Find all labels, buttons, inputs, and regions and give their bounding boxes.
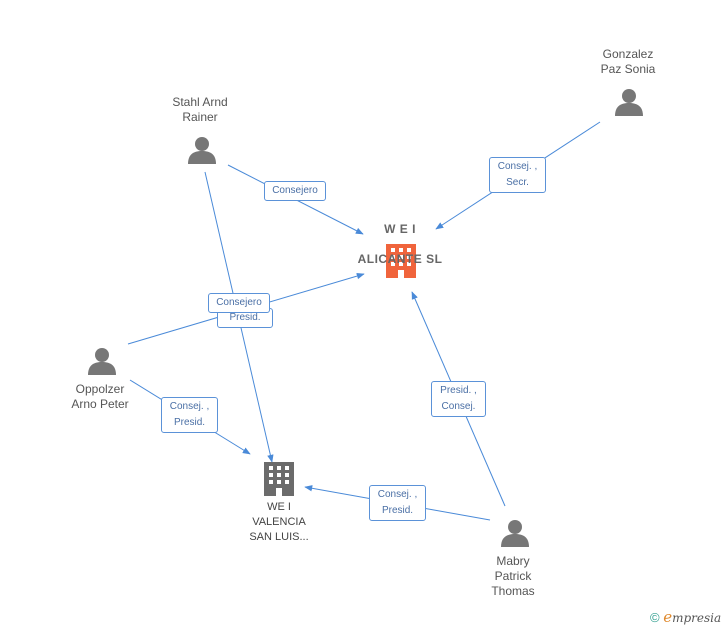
company-name-line1: W E I: [384, 222, 416, 236]
edge-label-mabry-alicante: Presid. , Consej.: [431, 381, 486, 417]
company-name-line2: ALICANTE SL: [357, 252, 443, 266]
edge-label-oppolzer-valencia: Consej. , Presid.: [161, 397, 218, 433]
edge-label-gonzalez-alicante: Consej. , Secr.: [489, 157, 546, 193]
person-icon[interactable]: [188, 137, 216, 164]
edge-label-stahl-alicante: Consejero: [264, 181, 326, 201]
brand-logo: © empresia: [650, 608, 721, 626]
company-wei-alicante-label[interactable]: W E I ALICANTE SL: [340, 207, 460, 282]
edge-label-mabry-valencia: Consej. , Presid.: [369, 485, 426, 521]
person-icon[interactable]: [88, 348, 116, 375]
building-icon[interactable]: [386, 244, 416, 278]
building-icon[interactable]: [264, 462, 294, 496]
person-gonzalez-label[interactable]: Gonzalez Paz Sonia: [600, 47, 656, 76]
edge-label-oppolzer-alicante: Consejero: [208, 293, 270, 313]
person-icon[interactable]: [615, 89, 643, 116]
person-mabry-label[interactable]: Mabry Patrick Thomas: [491, 554, 535, 598]
person-stahl-label[interactable]: Stahl Arnd Rainer: [172, 95, 228, 124]
person-oppolzer-label[interactable]: Oppolzer Arno Peter: [71, 382, 129, 411]
brand-e: e: [663, 608, 673, 626]
company-wei-valencia-label[interactable]: WE I VALENCIA SAN LUIS...: [249, 501, 309, 543]
brand-rest: mpresia: [672, 611, 722, 625]
copyright-icon: ©: [650, 610, 660, 625]
person-icon[interactable]: [501, 520, 529, 547]
